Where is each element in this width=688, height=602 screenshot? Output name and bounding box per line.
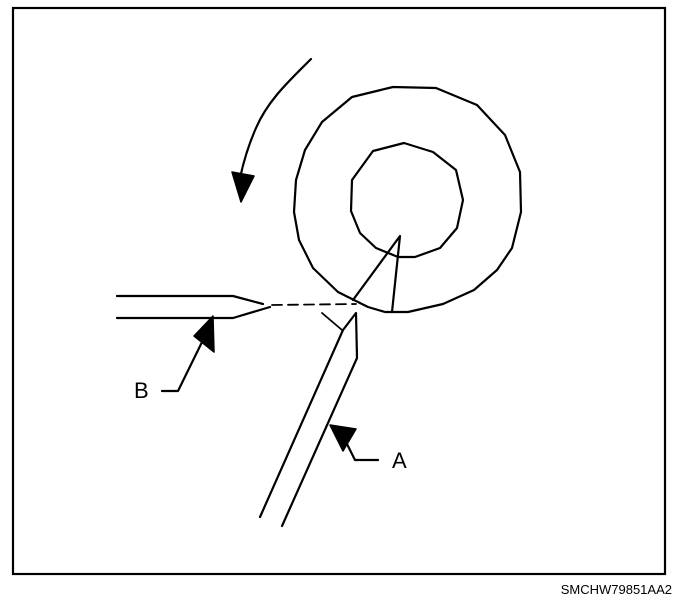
- diagram-frame: [11, 6, 667, 576]
- tool-b: [115, 294, 357, 320]
- callout-label-a: A: [392, 448, 407, 473]
- leader-arrow-a: [329, 424, 380, 462]
- leader-arrow-b: [160, 315, 215, 393]
- callout-label-b: B: [134, 378, 149, 403]
- wheel-outer-ring: [292, 85, 523, 314]
- figure-code: SMCHW79851AA2: [561, 582, 672, 597]
- wheel-inner-hole: [349, 141, 465, 259]
- cutting-tool-tip: [351, 234, 402, 314]
- tool-a: [258, 311, 359, 528]
- rotation-arrow-icon: [231, 57, 313, 203]
